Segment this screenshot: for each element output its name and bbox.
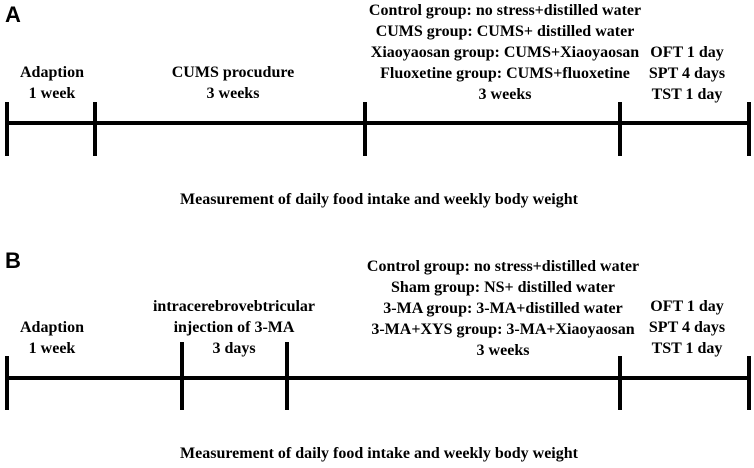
panel-a-cums-text: CUMS procudure 3 weeks [172, 62, 295, 104]
panel-a-group-control: Control group: no stress+distilled water [368, 2, 642, 19]
panel-b-test-oft: OFT 1 day [650, 298, 724, 315]
panel-b-injection-agent: injection of 3-MA [173, 319, 295, 336]
panel-b-test-tst: TST 1 day [651, 340, 723, 357]
panel-b-label: B [5, 248, 21, 273]
panel-a-adaption-duration: 1 week [28, 85, 76, 102]
panel-a-tick-start [5, 102, 9, 156]
panel-b-tick-injection-end [285, 342, 289, 410]
panel-b-groups-text: Control group: no stress+distilled water… [367, 256, 639, 361]
panel-a-adaption-text: Adaption 1 week [20, 62, 84, 104]
panel-a-tests-text: OFT 1 day SPT 4 days TST 1 day [649, 42, 725, 105]
panel-b-tick-treatment-end [618, 356, 622, 410]
panel-b-group-control: Control group: no stress+distilled water [366, 258, 640, 275]
panel-a-group-fluoxetine: Fluoxetine group: CUMS+fluoxetine [380, 65, 630, 82]
panel-b-injection-title: intracerebrovebtricular [152, 298, 316, 315]
panel-a-tick-end [747, 102, 751, 156]
panel-a-label: A [5, 2, 21, 27]
panel-a-groups-text: Control group: no stress+distilled water… [369, 0, 641, 105]
panel-a-measurement: Measurement of daily food intake and wee… [180, 191, 578, 208]
panel-b-group-3ma-xys: 3-MA+XYS group: 3-MA+Xiaoyaosan [371, 321, 635, 338]
panel-a-group-xiaoyaosan: Xiaoyaosan group: CUMS+Xiaoyaosan [370, 44, 640, 61]
panel-b-group-3ma: 3-MA group: 3-MA+distilled water [383, 300, 623, 317]
panel-b-groups-duration: 3 weeks [476, 342, 530, 359]
panel-a-tick-treatment-end [618, 102, 622, 156]
panel-a-cums-duration: 3 weeks [206, 85, 260, 102]
panel-b-group-sham: Sham group: NS+ distilled water [391, 279, 615, 296]
panel-a-timeline-axis [5, 121, 751, 125]
panel-b-adaption-title: Adaption [19, 319, 85, 336]
panel-b-tick-end [747, 356, 751, 410]
panel-a-tick-adaption-end [93, 102, 97, 156]
panel-b-tests-text: OFT 1 day SPT 4 days TST 1 day [649, 296, 725, 359]
panel-b-tick-injection-start [180, 342, 184, 410]
panel-a-test-tst: TST 1 day [651, 86, 723, 103]
panel-b-adaption-duration: 1 week [28, 340, 76, 357]
panel-a-groups-duration: 3 weeks [478, 86, 532, 103]
panel-b-injection-duration: 3 days [212, 340, 256, 357]
panel-b-adaption-text: Adaption 1 week [20, 317, 84, 359]
panel-b-injection-text: intracerebrovebtricular injection of 3-M… [153, 296, 315, 359]
panel-a-tick-cums-end [363, 102, 367, 156]
panel-a-test-spt: SPT 4 days [648, 65, 726, 82]
panel-b-measurement: Measurement of daily food intake and wee… [180, 445, 578, 462]
panel-b-timeline-axis [5, 376, 751, 380]
panel-a-test-oft: OFT 1 day [650, 44, 724, 61]
panel-b-test-spt: SPT 4 days [648, 319, 726, 336]
panel-a-group-cums: CUMS group: CUMS+ distilled water [375, 23, 635, 40]
panel-a-adaption-title: Adaption [19, 64, 85, 81]
panel-a-cums-title: CUMS procudure [171, 64, 295, 81]
panel-b-tick-start [5, 356, 9, 410]
